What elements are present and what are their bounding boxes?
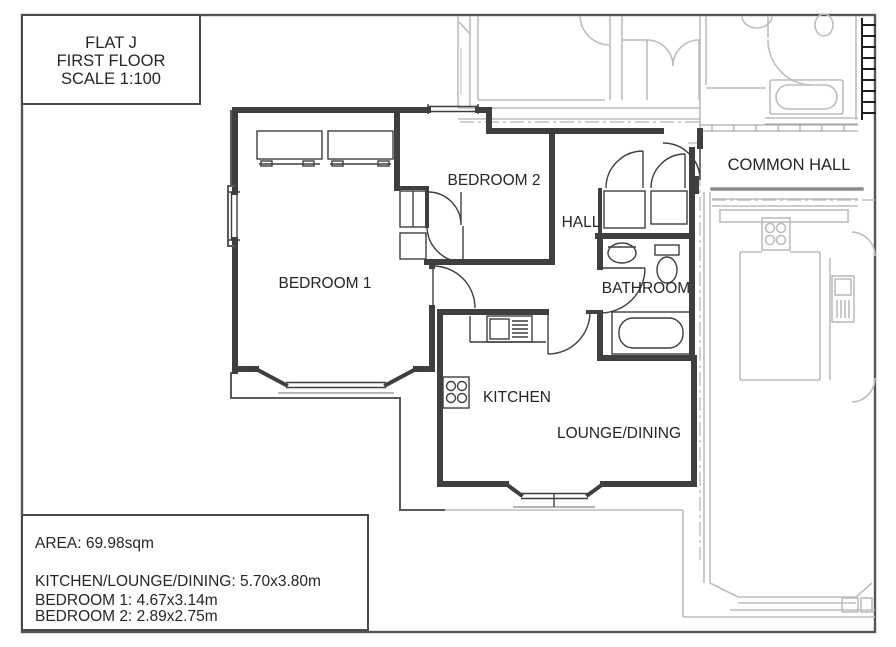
lounge-door xyxy=(547,311,591,355)
doors xyxy=(426,142,701,355)
info-box: AREA: 69.98sqm KITCHEN/LOUNGE/DINING: 5.… xyxy=(21,514,369,631)
hob-icon-neighbor xyxy=(761,217,791,251)
hall-closet-doors xyxy=(605,150,686,189)
neighbor-right-flat xyxy=(445,187,876,618)
bathroom-sink-icon xyxy=(607,242,637,264)
bathtub-icon xyxy=(611,311,691,355)
sink-icon-neighbor xyxy=(741,15,773,29)
label-bathroom: BATHROOM xyxy=(602,280,690,297)
bathroom-door xyxy=(599,267,646,314)
bedroom2-closets xyxy=(399,190,427,260)
info-dim-bedroom1: BEDROOM 1: 4.67x3.14m xyxy=(35,592,218,609)
toilet-icon xyxy=(654,244,680,284)
neighbor-top-right-bathroom xyxy=(699,13,858,130)
kitchen-sink-unit-icon xyxy=(469,315,546,343)
windows xyxy=(229,104,595,508)
bathtub-icon-neighbor xyxy=(769,79,844,115)
label-hall: HALL xyxy=(562,214,601,231)
neighbor-flats xyxy=(445,13,876,618)
label-bedroom2: BEDROOM 2 xyxy=(447,172,540,189)
bedroom1-wardrobes xyxy=(256,130,394,167)
title-block: FLAT J FIRST FLOOR SCALE 1:100 xyxy=(21,14,201,105)
label-bedroom1: BEDROOM 1 xyxy=(278,275,371,292)
info-dim-bedroom2: BEDROOM 2: 2.89x2.75m xyxy=(35,608,218,625)
title-floor: FIRST FLOOR xyxy=(57,52,166,70)
common-hall-landing-edge xyxy=(700,124,858,132)
neighbor-top-centre xyxy=(457,15,700,120)
bedroom2-door xyxy=(426,225,464,263)
label-kitchen: KITCHEN xyxy=(483,389,551,406)
title-scale: SCALE 1:100 xyxy=(61,70,161,88)
fixtures xyxy=(256,130,691,409)
info-area: AREA: 69.98sqm xyxy=(35,535,154,552)
stairs-icon xyxy=(861,18,876,120)
label-lounge: LOUNGE/DINING xyxy=(557,425,681,442)
bedroom1-bay-window xyxy=(278,381,394,394)
bedroom1-door xyxy=(432,265,476,309)
flat-walls xyxy=(227,107,703,511)
bedroom2-window xyxy=(427,104,479,114)
label-common-hall: COMMON HALL xyxy=(728,156,851,174)
entrance-door xyxy=(662,142,701,181)
room-labels: BEDROOM 1 BEDROOM 2 HALL BATHROOM KITCHE… xyxy=(278,156,850,442)
sheet-frame xyxy=(20,13,877,634)
bedroom2-closet-door xyxy=(427,191,462,226)
info-dim-kitchen: KITCHEN/LOUNGE/DINING: 5.70x3.80m xyxy=(35,573,321,590)
hall-closets xyxy=(603,190,688,229)
hob-icon xyxy=(442,376,470,409)
sink-unit-icon-neighbor xyxy=(831,275,855,323)
bedroom1-west-window xyxy=(229,191,240,241)
title-flat: FLAT J xyxy=(85,34,137,52)
toilet-icon-neighbor xyxy=(814,13,834,37)
lounge-bay-window xyxy=(513,492,595,508)
